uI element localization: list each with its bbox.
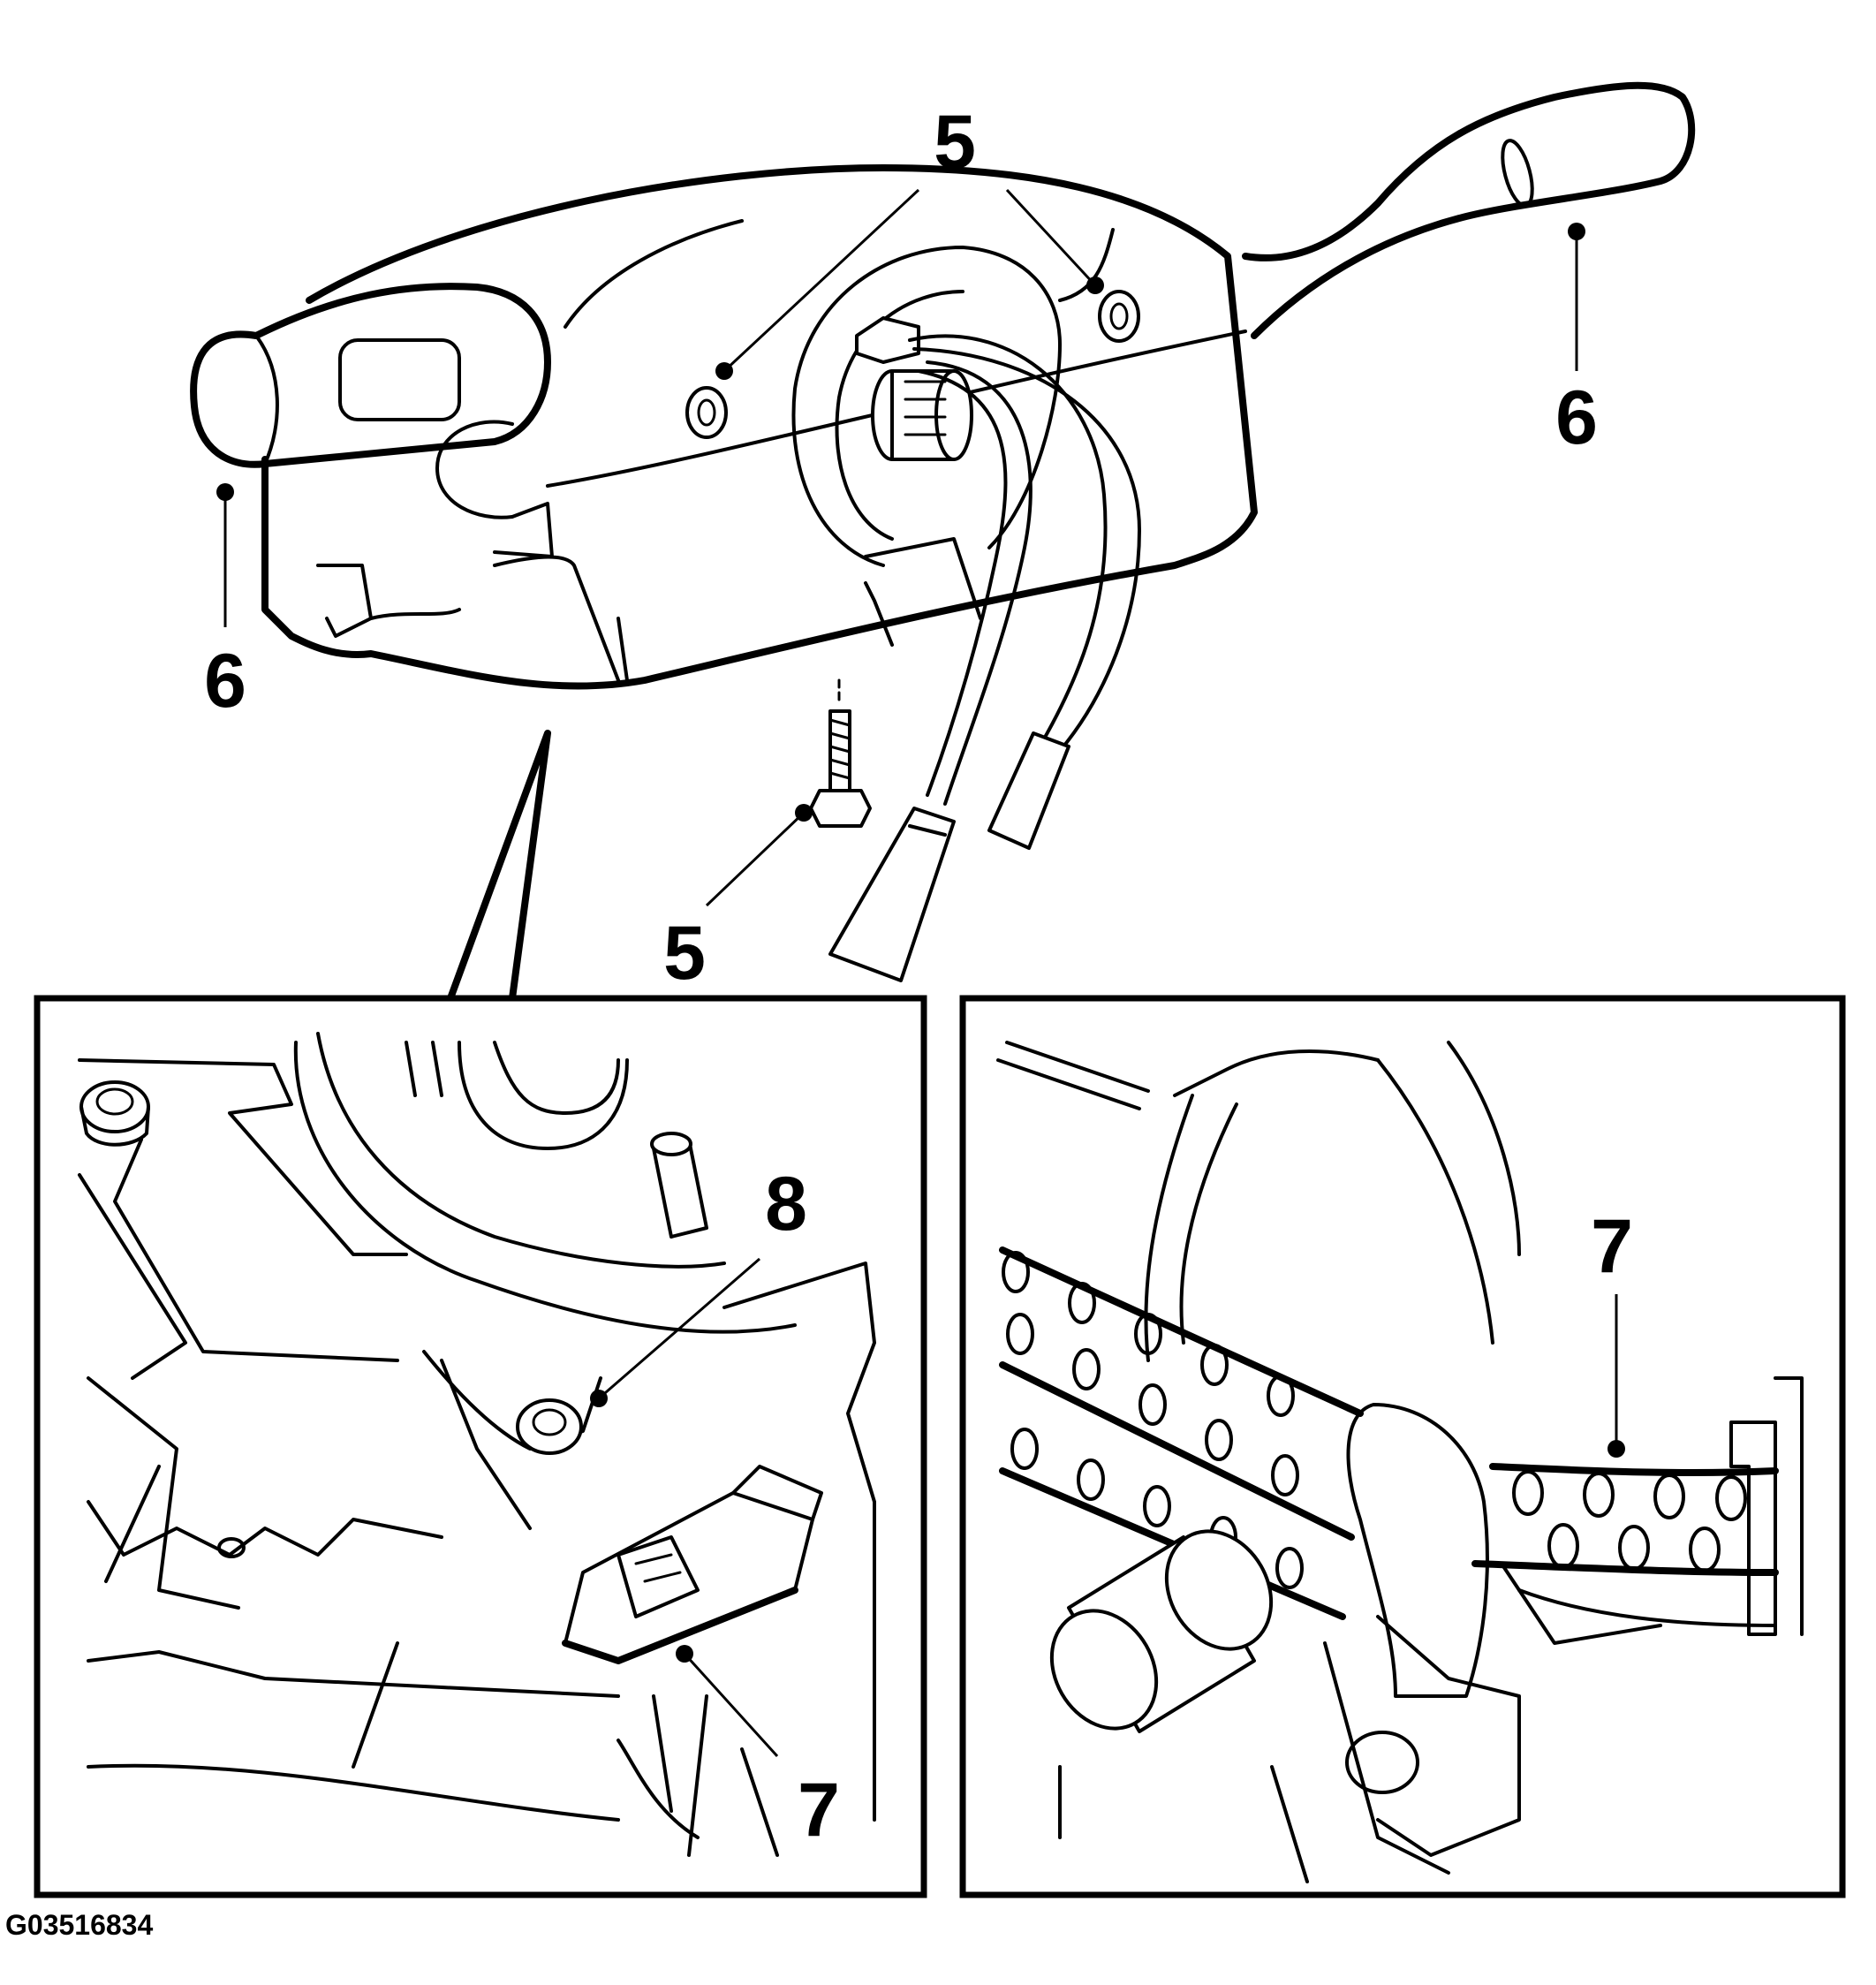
right-lever-marking bbox=[1501, 139, 1534, 208]
mounting-nut-right bbox=[1098, 290, 1140, 343]
inset-right-harness-right bbox=[1471, 1463, 1779, 1576]
callout-leaders-right-inset bbox=[1607, 1294, 1625, 1458]
callout-5-top: 5 bbox=[934, 100, 976, 185]
callout-6-left: 6 bbox=[204, 639, 246, 724]
inset-right-sleeve bbox=[1346, 1403, 1489, 1698]
clock-spring-ring bbox=[791, 246, 1062, 567]
figure-code: G03516834 bbox=[5, 1909, 153, 1941]
mounting-bolt bbox=[809, 678, 872, 828]
callout-leaders-main bbox=[216, 188, 1585, 907]
switch-housing bbox=[261, 164, 1258, 690]
left-lever-stalk bbox=[190, 283, 551, 468]
right-lever-stalk bbox=[1242, 81, 1696, 339]
inset-left-nut-8 bbox=[516, 1398, 583, 1455]
wiring-harness bbox=[828, 334, 1141, 982]
inset-left-frame bbox=[34, 995, 927, 1898]
steering-shaft bbox=[871, 369, 973, 461]
inset-left-upper-nut bbox=[79, 1080, 150, 1147]
detail-inset-right bbox=[959, 995, 1846, 1898]
detail-inset-left bbox=[34, 995, 927, 1898]
mounting-nut-left bbox=[685, 386, 728, 439]
callout-6-right: 6 bbox=[1555, 375, 1598, 460]
callout-leaders-left-inset bbox=[590, 1257, 779, 1758]
steering-column-switch-assembly bbox=[190, 81, 1696, 982]
inset-right-pin bbox=[1049, 1529, 1274, 1733]
callout-7-inset-right: 7 bbox=[1591, 1204, 1633, 1289]
detail-pointer bbox=[447, 730, 551, 1002]
callout-7-inset-left: 7 bbox=[798, 1768, 840, 1852]
inset-left-connector-7 bbox=[562, 1465, 823, 1664]
callout-8-inset-left: 8 bbox=[765, 1162, 807, 1246]
left-lever-marking bbox=[338, 338, 461, 421]
callout-5-bolt: 5 bbox=[663, 911, 706, 996]
